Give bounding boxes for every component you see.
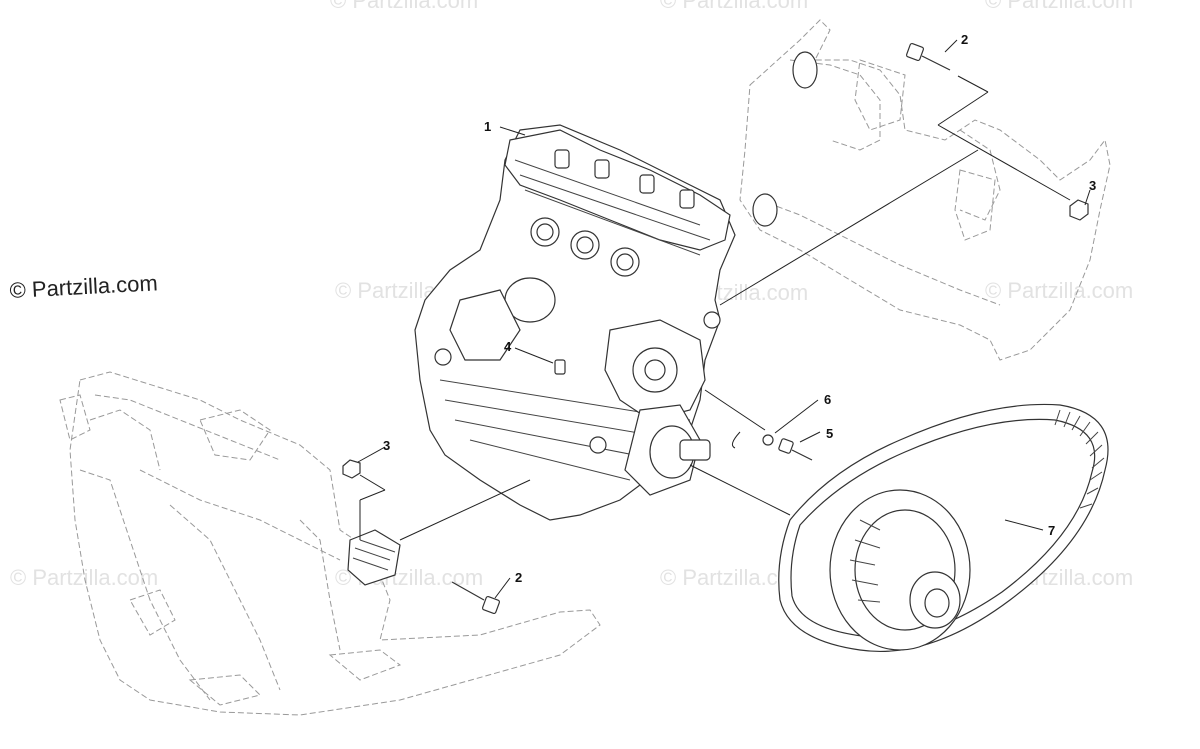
drive-clutch-belt: [778, 403, 1109, 653]
callout-drive-clutch-belt: 7: [1048, 523, 1055, 538]
nut-lower: [342, 459, 361, 479]
callout-nut-upper: 3: [1089, 178, 1096, 193]
callout-nut-lower: 3: [383, 438, 390, 453]
callout-bolt-clutch: 5: [826, 426, 833, 441]
watermark: © Partzilla.com: [10, 565, 158, 590]
leader-lines: [357, 39, 1091, 599]
rear-frame-bracket: [739, 19, 1111, 361]
watermark: © Partzilla.com: [330, 0, 478, 13]
stud: [554, 359, 566, 375]
front-frame: [59, 371, 601, 716]
bolt-clutch: [778, 438, 813, 461]
engine: [414, 124, 736, 521]
bolt-lower: [451, 581, 501, 615]
watermark: © Partzilla.com: [985, 278, 1133, 303]
callout-stud: 4: [504, 339, 512, 354]
watermark: © Partzilla.com: [985, 0, 1133, 13]
callout-bolt-upper: 2: [961, 32, 968, 47]
bolt-upper: [905, 42, 951, 71]
callout-bolt-lower: 2: [515, 570, 522, 585]
nut-upper: [1069, 199, 1089, 221]
washer: [762, 434, 774, 446]
callouts: 1 2 3 4 5 6 7 3 2: [383, 32, 1096, 585]
watermark: © Partzilla.com: [660, 0, 808, 13]
callout-washer: 6: [824, 392, 831, 407]
copyright-text: © Partzilla.com: [9, 270, 158, 303]
callout-engine: 1: [484, 119, 491, 134]
